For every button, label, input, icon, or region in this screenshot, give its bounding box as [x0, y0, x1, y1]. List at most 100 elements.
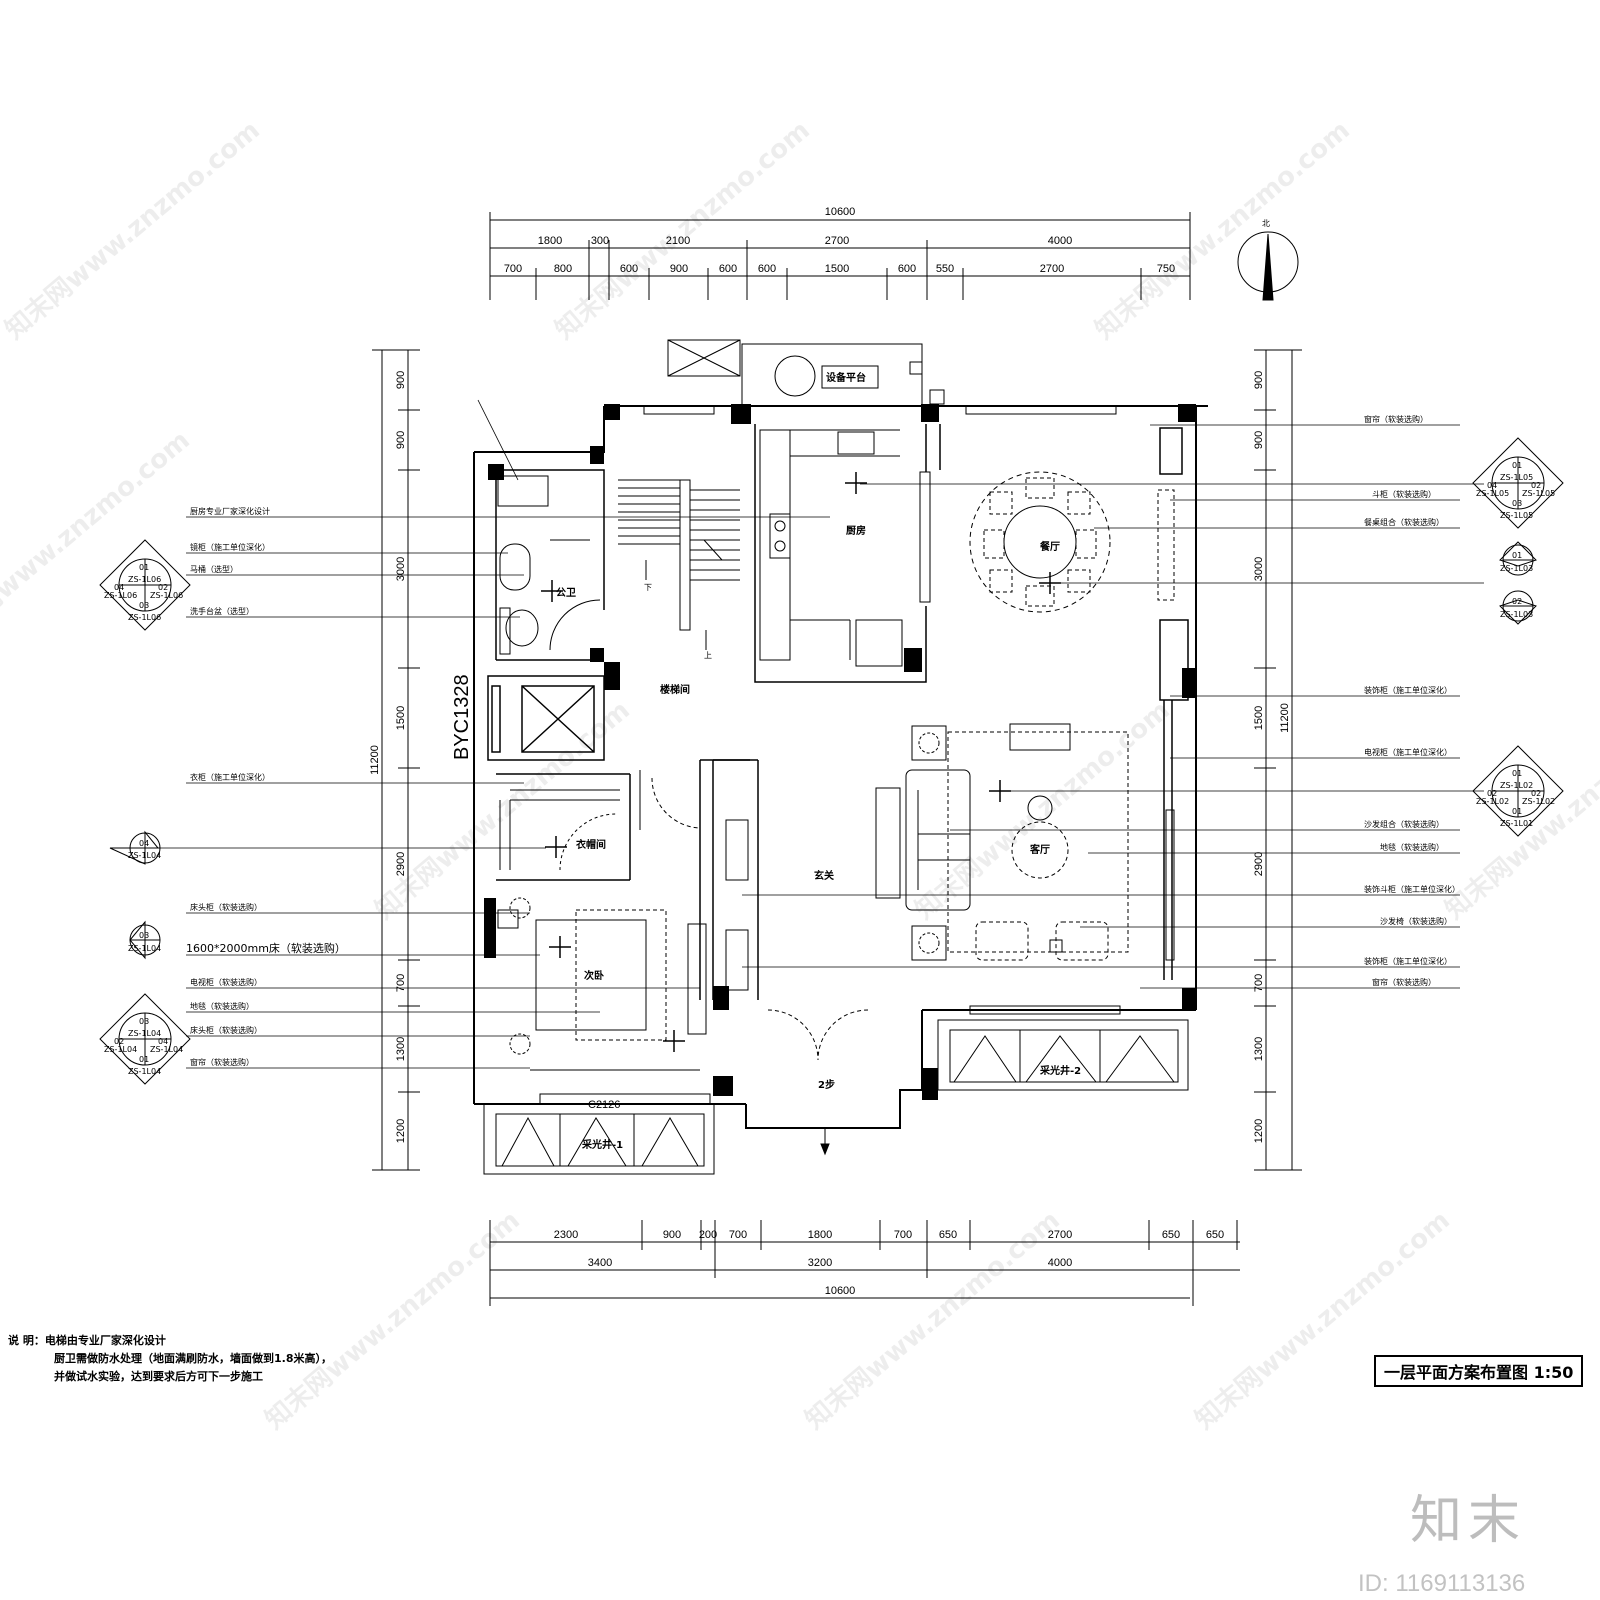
label-mirror-cabinet: 镜柜（施工单位深化） — [190, 542, 270, 552]
svg-text:550: 550 — [936, 263, 954, 275]
svg-text:1200: 1200 — [1253, 1119, 1265, 1143]
label-curtain-top: 窗帘（软装选购） — [1364, 414, 1428, 424]
label-rug-right: 地毯（软装选购） — [1380, 842, 1444, 852]
label-decor-chest: 装饰斗柜（施工单位深化） — [1364, 884, 1460, 894]
svg-text:2100: 2100 — [666, 235, 690, 247]
svg-text:2700: 2700 — [1048, 1229, 1072, 1241]
svg-text:1500: 1500 — [825, 263, 849, 275]
svg-text:800: 800 — [554, 263, 572, 275]
svg-text:03: 03 — [139, 931, 149, 940]
room-dining: 餐厅 — [1039, 540, 1060, 553]
label-nightstand-2: 床头柜（软装选购） — [190, 1025, 262, 1035]
svg-text:1300: 1300 — [395, 1037, 407, 1061]
svg-text:03: 03 — [139, 601, 149, 610]
light-well-1: 采光井-1 — [581, 1138, 623, 1151]
svg-text:01: 01 — [139, 563, 149, 572]
svg-text:03: 03 — [1512, 499, 1522, 508]
elevation-marker-right-middle: 01 ZS-1L02 02 02 ZS-1L02 ZS-1L02 01 ZS-1… — [1476, 769, 1555, 828]
room-kitchen: 厨房 — [846, 524, 866, 537]
svg-text:300: 300 — [591, 235, 609, 247]
dim-bottom-total: 10600 — [825, 1285, 856, 1297]
svg-text:ZS-1L02: ZS-1L02 — [1500, 781, 1533, 790]
svg-text:700: 700 — [729, 1229, 747, 1241]
stair-up: 上 — [704, 651, 712, 660]
svg-text:600: 600 — [898, 263, 916, 275]
left-annotations: 厨房专业厂家深化设计 镜柜（施工单位深化） 马桶（选型） 洗手台盆（选型） 衣柜… — [186, 506, 346, 1067]
svg-text:03: 03 — [139, 1017, 149, 1026]
svg-text:ZS-1L04: ZS-1L04 — [104, 1045, 137, 1054]
svg-text:ZS-1L04: ZS-1L04 — [128, 1067, 161, 1076]
north-label: 北 — [1262, 219, 1270, 228]
svg-text:1500: 1500 — [1253, 706, 1265, 730]
svg-text:04: 04 — [1487, 481, 1497, 490]
svg-text:ZS-1L02: ZS-1L02 — [1522, 797, 1555, 806]
svg-text:4000: 4000 — [1048, 1257, 1072, 1269]
svg-text:900: 900 — [395, 431, 407, 449]
notes-line-1: 电梯由专业厂家深化设计 — [44, 1334, 166, 1347]
svg-text:02: 02 — [158, 583, 168, 592]
svg-text:04: 04 — [139, 839, 149, 848]
label-curtain: 窗帘（软装选购） — [190, 1057, 254, 1067]
elevation-marker-left-top: 01 ZS-1L06 04 02 ZS-1L06 ZS-1L06 03 ZS-1… — [104, 563, 183, 622]
svg-text:650: 650 — [1206, 1229, 1224, 1241]
label-tv-cabinet: 电视柜（软装选购） — [190, 977, 262, 987]
room-bedroom: 次卧 — [584, 969, 604, 982]
svg-text:ZS-1L05: ZS-1L05 — [1522, 489, 1555, 498]
label-bed: 1600*2000mm床（软装选购） — [186, 941, 346, 955]
room-living: 客厅 — [1029, 843, 1050, 856]
elevation-marker-right-top: 01 ZS-1L05 04 02 ZS-1L05 ZS-1L05 03 ZS-1… — [1476, 461, 1555, 520]
label-toilet: 马桶（选型） — [190, 564, 238, 574]
label-dining-set: 餐桌组合（软装选购） — [1364, 517, 1444, 527]
notes-line-2: 厨卫需做防水处理（地面满刷防水，墙面做到1.8米高）， — [54, 1352, 332, 1365]
svg-text:1500: 1500 — [395, 706, 407, 730]
svg-text:900: 900 — [1253, 431, 1265, 449]
svg-text:600: 600 — [758, 263, 776, 275]
dim-top-total: 10600 — [825, 206, 856, 218]
room-stair: 楼梯间 — [660, 683, 690, 696]
label-decor-cabinet-2: 装饰柜（施工单位深化） — [1364, 956, 1452, 966]
label-sofa-chair: 沙发椅（软装选购） — [1380, 916, 1452, 926]
svg-text:2700: 2700 — [1040, 263, 1064, 275]
svg-text:700: 700 — [504, 263, 522, 275]
label-decor-cabinet: 装饰柜（施工单位深化） — [1364, 685, 1452, 695]
dim-left-total: 11200 — [369, 745, 381, 775]
elevation-marker-left-bottom: 03 ZS-1L04 02 04 ZS-1L04 ZS-1L04 01 ZS-1… — [104, 1017, 183, 1076]
svg-text:1800: 1800 — [538, 235, 562, 247]
label-chest: 斗柜（软装选购） — [1372, 489, 1436, 499]
room-equipment-platform: 设备平台 — [826, 371, 866, 384]
svg-text:3400: 3400 — [588, 1257, 612, 1269]
svg-text:ZS-1L02: ZS-1L02 — [1476, 797, 1509, 806]
svg-text:650: 650 — [939, 1229, 957, 1241]
svg-text:ZS-1L06: ZS-1L06 — [128, 575, 161, 584]
label-wardrobe: 衣柜（施工单位深化） — [190, 772, 270, 782]
svg-text:600: 600 — [620, 263, 638, 275]
svg-text:900: 900 — [670, 263, 688, 275]
svg-text:3000: 3000 — [1253, 557, 1265, 581]
entrance-steps: 2步 — [818, 1078, 835, 1091]
svg-text:1800: 1800 — [808, 1229, 832, 1241]
svg-text:600: 600 — [719, 263, 737, 275]
svg-text:700: 700 — [1253, 974, 1265, 992]
svg-text:700: 700 — [894, 1229, 912, 1241]
svg-text:ZS-1L04: ZS-1L04 — [128, 944, 161, 953]
elevator-code: BYC1328 — [451, 674, 473, 760]
room-foyer: 玄关 — [814, 869, 834, 882]
window-code: C2126 — [588, 1099, 620, 1111]
svg-text:ZS-1L03: ZS-1L03 — [1500, 610, 1533, 619]
svg-text:01: 01 — [1512, 807, 1522, 816]
svg-text:ZS-1L05: ZS-1L05 — [1476, 489, 1509, 498]
svg-text:01: 01 — [1512, 461, 1522, 470]
svg-text:02: 02 — [114, 1037, 124, 1046]
svg-text:2700: 2700 — [825, 235, 849, 247]
svg-text:900: 900 — [395, 371, 407, 389]
svg-text:ZS-1L05: ZS-1L05 — [1500, 511, 1533, 520]
svg-text:2300: 2300 — [554, 1229, 578, 1241]
dim-top-row3: 700 800 600 900 600 600 1500 600 550 270… — [504, 263, 1175, 275]
elevation-marker-right-pair: 01 ZS-1L03 02 ZS-1L03 — [1500, 551, 1533, 619]
room-closet: 衣帽间 — [576, 838, 606, 851]
svg-text:ZS-1L01: ZS-1L01 — [1500, 819, 1533, 828]
dim-left-segments: 900 900 3000 1500 2900 700 1300 1200 — [395, 371, 407, 1143]
dim-bottom-row1: 2300 900 200 700 1800 700 650 2700 650 6… — [554, 1229, 1224, 1241]
svg-text:01: 01 — [1512, 551, 1522, 560]
